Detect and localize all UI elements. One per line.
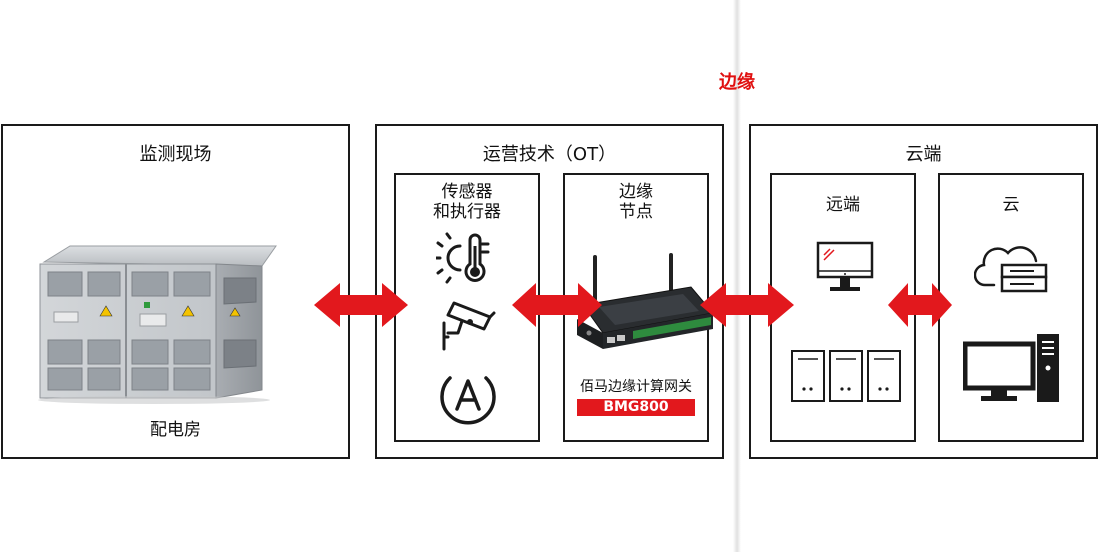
cloud-panel-title: 云端 bbox=[905, 144, 942, 165]
gateway-device-image bbox=[577, 253, 714, 349]
cloud-title: 云 bbox=[1002, 195, 1020, 215]
gateway-product-name: 佰马边缘计算网关 bbox=[580, 379, 692, 395]
site-caption: 配电房 bbox=[150, 420, 201, 440]
remote-title: 远端 bbox=[826, 195, 860, 215]
edge-node-title-line2: 节点 bbox=[619, 202, 653, 222]
edge-node-box: 边缘 节点 佰马边缘计算网关 BMG800 bbox=[563, 173, 714, 442]
double-arrow-sensor-gateway bbox=[512, 283, 602, 327]
sensors-title-line2: 和执行器 bbox=[433, 202, 501, 222]
double-arrow-ot-cloud bbox=[700, 283, 794, 327]
cloud-panel: 云端 远端 bbox=[749, 124, 1098, 459]
monitor-icon bbox=[816, 241, 874, 291]
server-towers-icon bbox=[791, 350, 901, 402]
edge-divider-line bbox=[733, 0, 741, 552]
camera-icon bbox=[442, 301, 496, 351]
gateway-model-badge: BMG800 bbox=[577, 399, 695, 416]
temperature-icon bbox=[436, 232, 490, 284]
double-arrow-site-ot bbox=[314, 283, 408, 327]
edge-label: 边缘 bbox=[719, 72, 755, 93]
desktop-computer-icon bbox=[963, 334, 1059, 402]
site-panel-title: 监测现场 bbox=[139, 144, 212, 165]
edge-node-title-line1: 边缘 bbox=[619, 182, 653, 202]
cloud-server-icon bbox=[974, 246, 1048, 293]
substation-image bbox=[38, 245, 277, 404]
ot-panel-title: 运营技术（OT） bbox=[482, 144, 617, 165]
cloud-box: 云 bbox=[938, 173, 1084, 442]
double-arrow-remote-cloud bbox=[888, 283, 952, 327]
sensors-title-line1: 传感器 bbox=[441, 182, 493, 202]
actuator-icon bbox=[440, 376, 496, 425]
site-panel: 监测现场 bbox=[1, 124, 350, 459]
